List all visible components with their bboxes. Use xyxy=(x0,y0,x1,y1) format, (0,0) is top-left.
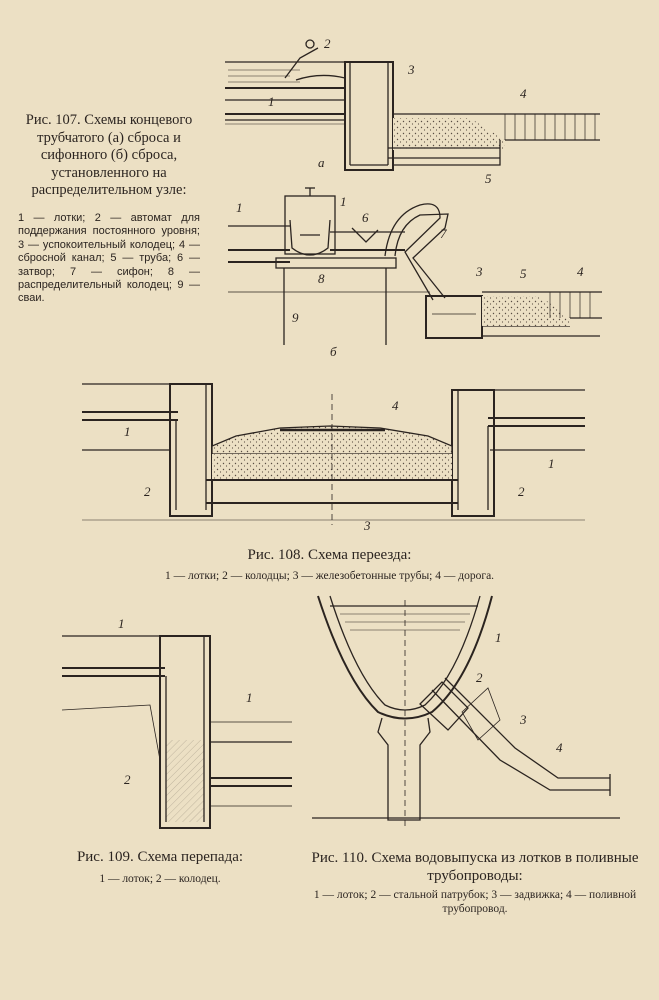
fig110-label-3: 3 xyxy=(519,712,527,727)
fig108-label-2b: 2 xyxy=(518,484,525,499)
fig108-legend: 1 — лотки; 2 — колодцы; 3 — железобетонн… xyxy=(164,570,495,582)
fig108-label-1b: 1 xyxy=(548,456,555,471)
fig107-sub-b: б xyxy=(330,344,337,359)
fig110-scheme xyxy=(312,595,620,830)
fig107a-label-1: 1 xyxy=(268,94,275,109)
fig108-caption: Рис. 108. Схема переезда: xyxy=(247,547,412,563)
fig110-legend: 1 — лоток; 2 — стальной патрубок; 3 — за… xyxy=(313,889,637,915)
fig108-scheme xyxy=(82,383,585,525)
fig107a-label-4: 4 xyxy=(520,86,527,101)
fig107b-label-8: 8 xyxy=(318,271,325,286)
fig107b-label-3: 3 xyxy=(475,264,483,279)
fig107b-label-9: 9 xyxy=(292,310,299,325)
fig109-scheme xyxy=(61,635,292,829)
fig110-caption: Рис. 110. Схема водовыпуска из лотков в … xyxy=(311,850,639,884)
fig107a-scheme xyxy=(225,39,600,171)
fig107-caption: Рис. 107. Схемы концевого трубчатого (а)… xyxy=(25,112,193,198)
fig107b-label-1b: 1 xyxy=(340,194,347,209)
fig108-label-4: 4 xyxy=(392,398,399,413)
fig109-label-1b: 1 xyxy=(246,690,253,705)
fig107b-label-4: 4 xyxy=(577,264,584,279)
fig109-caption: Рис. 109. Схема перепада: xyxy=(76,849,244,865)
fig107a-label-2: 2 xyxy=(324,36,331,51)
fig108-label-2a: 2 xyxy=(144,484,151,499)
fig107b-label-7: 7 xyxy=(440,226,447,241)
fig107a-label-3: 3 xyxy=(407,62,415,77)
fig107-legend: 1 — лотки; 2 — автомат для поддержания п… xyxy=(18,212,200,305)
fig109-legend: 1 — лоток; 2 — колодец. xyxy=(99,873,221,885)
fig107b-label-6: 6 xyxy=(362,210,369,225)
fig109-label-1a: 1 xyxy=(118,616,125,631)
fig109-label-2: 2 xyxy=(124,772,131,787)
fig107b-label-1a: 1 xyxy=(236,200,243,215)
fig110-label-4: 4 xyxy=(556,740,563,755)
fig107b-scheme xyxy=(228,187,602,345)
fig108-label-3: 3 xyxy=(363,518,371,533)
fig107a-label-5: 5 xyxy=(485,171,492,186)
figure-labels: 2 3 1 4 5 а 1 1 6 7 3 5 4 8 9 б 4 1 1 2 … xyxy=(118,36,584,787)
fig108-label-1a: 1 xyxy=(124,424,131,439)
fig110-label-1: 1 xyxy=(495,630,502,645)
fig107-sub-a: а xyxy=(318,155,325,170)
fig110-label-2: 2 xyxy=(476,670,483,685)
fig107b-label-5: 5 xyxy=(520,266,527,281)
